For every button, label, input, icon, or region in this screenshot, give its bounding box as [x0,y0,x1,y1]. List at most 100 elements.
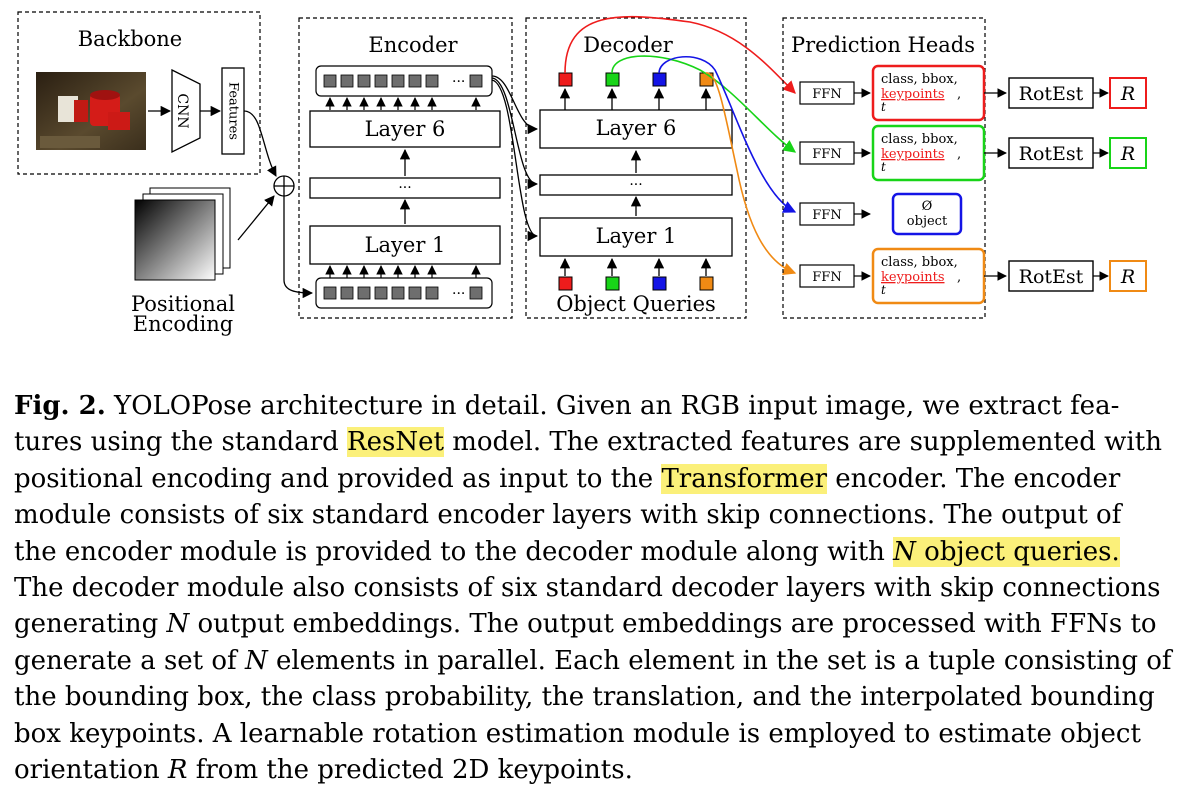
backbone-title: Backbone [78,27,182,51]
output-translation: t [881,283,886,297]
pe-label-line2: Encoding [133,312,233,336]
encoder-output-token [391,74,405,88]
encoder-output-token [374,74,388,88]
object-query-green [605,276,620,291]
embedding-routes [564,15,797,276]
rotest-label: RotEst [1019,143,1084,165]
caption-label: Fig. 2. [14,391,106,421]
encoder-layer-1: Layer 1 [309,225,501,265]
output-embedding-green [605,72,620,87]
encoder-input-token [323,286,337,300]
encoder-frame [298,17,513,319]
caption-line-7b: output embeddings. The output embeddings… [189,609,1157,640]
output-comma: , [957,270,961,285]
rotation-output-box [1109,77,1147,109]
output-embedding-blue [652,72,667,87]
caption-line-10: box keypoints. A learnable rotation esti… [14,718,1141,749]
output-class-bbox: class, bbox, [881,132,958,147]
ffn-label: FFN [812,147,841,162]
decoder-layer-6: Layer 6 [539,109,733,149]
output-translation: t [881,160,886,174]
encoder-layer-6: Layer 6 [309,110,501,148]
rotest-label: RotEst [1019,83,1084,105]
output-keypoints: keypoints [881,270,945,285]
caption-line-2a: tures using the standard [14,427,348,458]
caption-line-7a: generating [14,609,167,640]
encoder-decoder-links [491,75,539,242]
encoder-input-token [469,286,483,300]
features-block: Features [221,67,245,155]
encoder-output-token [340,74,354,88]
ffn-label: FFN [812,87,841,102]
decoder-layer-dots: ··· [539,174,733,196]
object-query-red [558,276,573,291]
rotation-output-box [1109,260,1147,292]
encoder-input-token [340,286,354,300]
encoder-input-token [357,286,371,300]
prediction-heads-title: Prediction Heads [791,33,975,57]
caption-line-1: YOLOPose architecture in detail. Given a… [105,391,1120,421]
architecture-diagram: Backbone CNN Features Positional Encodin… [17,11,1147,336]
caption-line-9: the bounding box, the class probability,… [14,682,1155,713]
caption-highlight-object-queries: object queries. [915,536,1120,567]
backbone-block: Backbone CNN Features [17,11,261,175]
decoder-title: Decoder [583,33,674,57]
object-query-orange [699,276,714,291]
input-image [36,72,146,150]
no-object-label: object [907,214,948,229]
output-class-bbox: class, bbox, [881,255,958,270]
output-keypoints: keypoints [881,147,945,162]
encoder-output-tokens: ··· [315,65,493,97]
cnn-block: CNN [171,68,201,154]
no-object-box [891,192,963,236]
decoder-frame [525,17,747,319]
encoder-block: Encoder ··· Layer 6 ··· Layer 1 ··· [298,17,513,319]
output-keypoints: keypoints [881,87,945,102]
output-class-bbox: class, bbox, [881,72,958,87]
encoder-layer-6-label: Layer 6 [365,117,446,141]
caption-n-symbol-3: N [244,645,268,676]
caption-r-symbol: R [167,755,188,786]
encoder-input-tokens: ··· [315,277,493,309]
rotest-box [1008,77,1094,109]
backbone-frame [17,11,261,175]
features-label: Features [226,82,241,140]
encoder-input-token [391,286,405,300]
sum-node [273,175,295,197]
output-comma: , [957,87,961,102]
caption-line-2b: model. The extracted features are supple… [443,427,1162,458]
svg-text:···: ··· [452,74,465,90]
rotest-label: RotEst [1019,266,1084,288]
caption-n-symbol-2: N [166,609,190,640]
decoder-dots-label: ··· [629,177,642,193]
encoder-layer-dots: ··· [309,177,501,199]
caption-n-symbol: N [893,536,916,567]
encoder-output-token [323,74,337,88]
encoder-output-token [357,74,371,88]
encoder-output-token [469,74,483,88]
rotation-R-label: R [1120,143,1135,165]
ffn-label: FFN [812,270,841,285]
encoder-title: Encoder [368,33,458,57]
object-queries-label: Object Queries [556,292,716,316]
rotest-box [1008,137,1094,169]
caption-line-8b: elements in parallel. Each element in th… [267,645,1172,676]
caption-line-11a: orientation [14,755,168,786]
caption-line-3a: positional encoding and provided as inpu… [14,463,662,494]
cnn-label: CNN [174,93,190,128]
caption-line-4: module consists of six standard encoder … [14,500,1122,531]
rotest-box [1008,260,1094,292]
pe-label-line1: Positional [131,292,235,316]
encoder-output-token [408,74,422,88]
encoder-input-token [425,286,439,300]
object-query-blue [652,276,667,291]
output-translation: t [881,100,886,114]
caption-line-5a: the encoder module is provided to the de… [14,536,894,567]
rotation-output-box [1109,137,1147,169]
encoder-input-token [374,286,388,300]
ffn-label: FFN [812,208,841,223]
